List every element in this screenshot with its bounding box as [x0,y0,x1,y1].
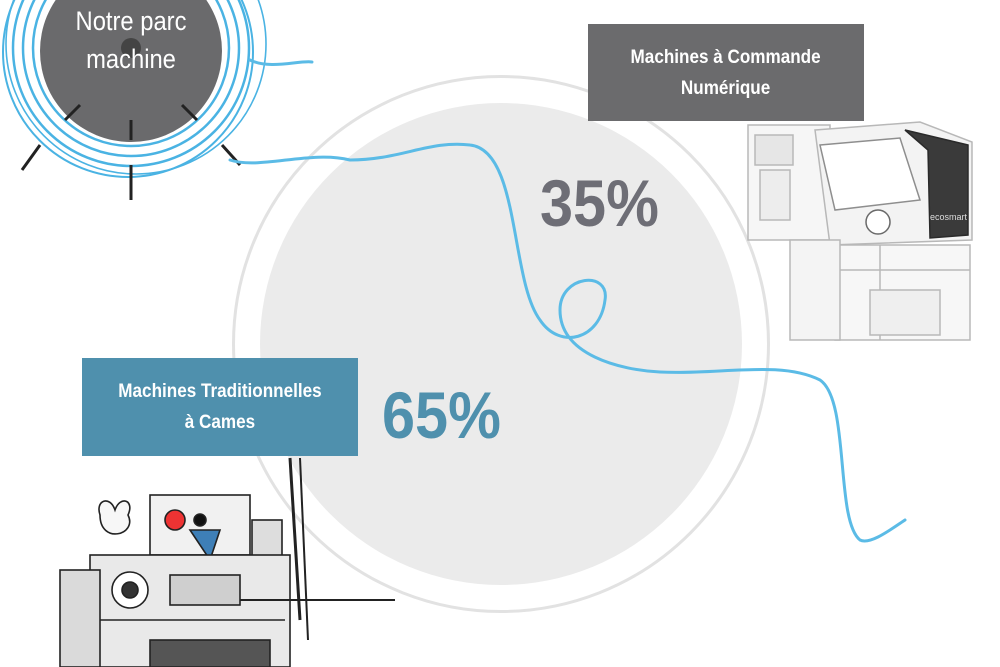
svg-text:ecosmart: ecosmart [930,212,968,222]
cnc-label-line-1: Machines à Commande [630,46,822,68]
chart-outer-ring [232,75,770,613]
chart-circle [260,103,742,585]
traditional-percentage: 65% [382,378,501,452]
title-line-1: Notre parc [75,6,187,36]
title-line-2: machine [86,44,176,74]
page-title: Notre parc machine [51,2,211,78]
traditional-label-line-1: Machines Traditionnelles [118,381,322,402]
cnc-machines-label: Machines à Commande Numérique [588,24,864,121]
title-badge [40,0,222,142]
cnc-label-line-2: Numérique [681,77,771,99]
traditional-machines-label: Machines Traditionnelles à Cames [82,358,358,456]
cnc-percentage: 35% [540,166,659,240]
traditional-label-line-2: à Cames [184,412,256,433]
